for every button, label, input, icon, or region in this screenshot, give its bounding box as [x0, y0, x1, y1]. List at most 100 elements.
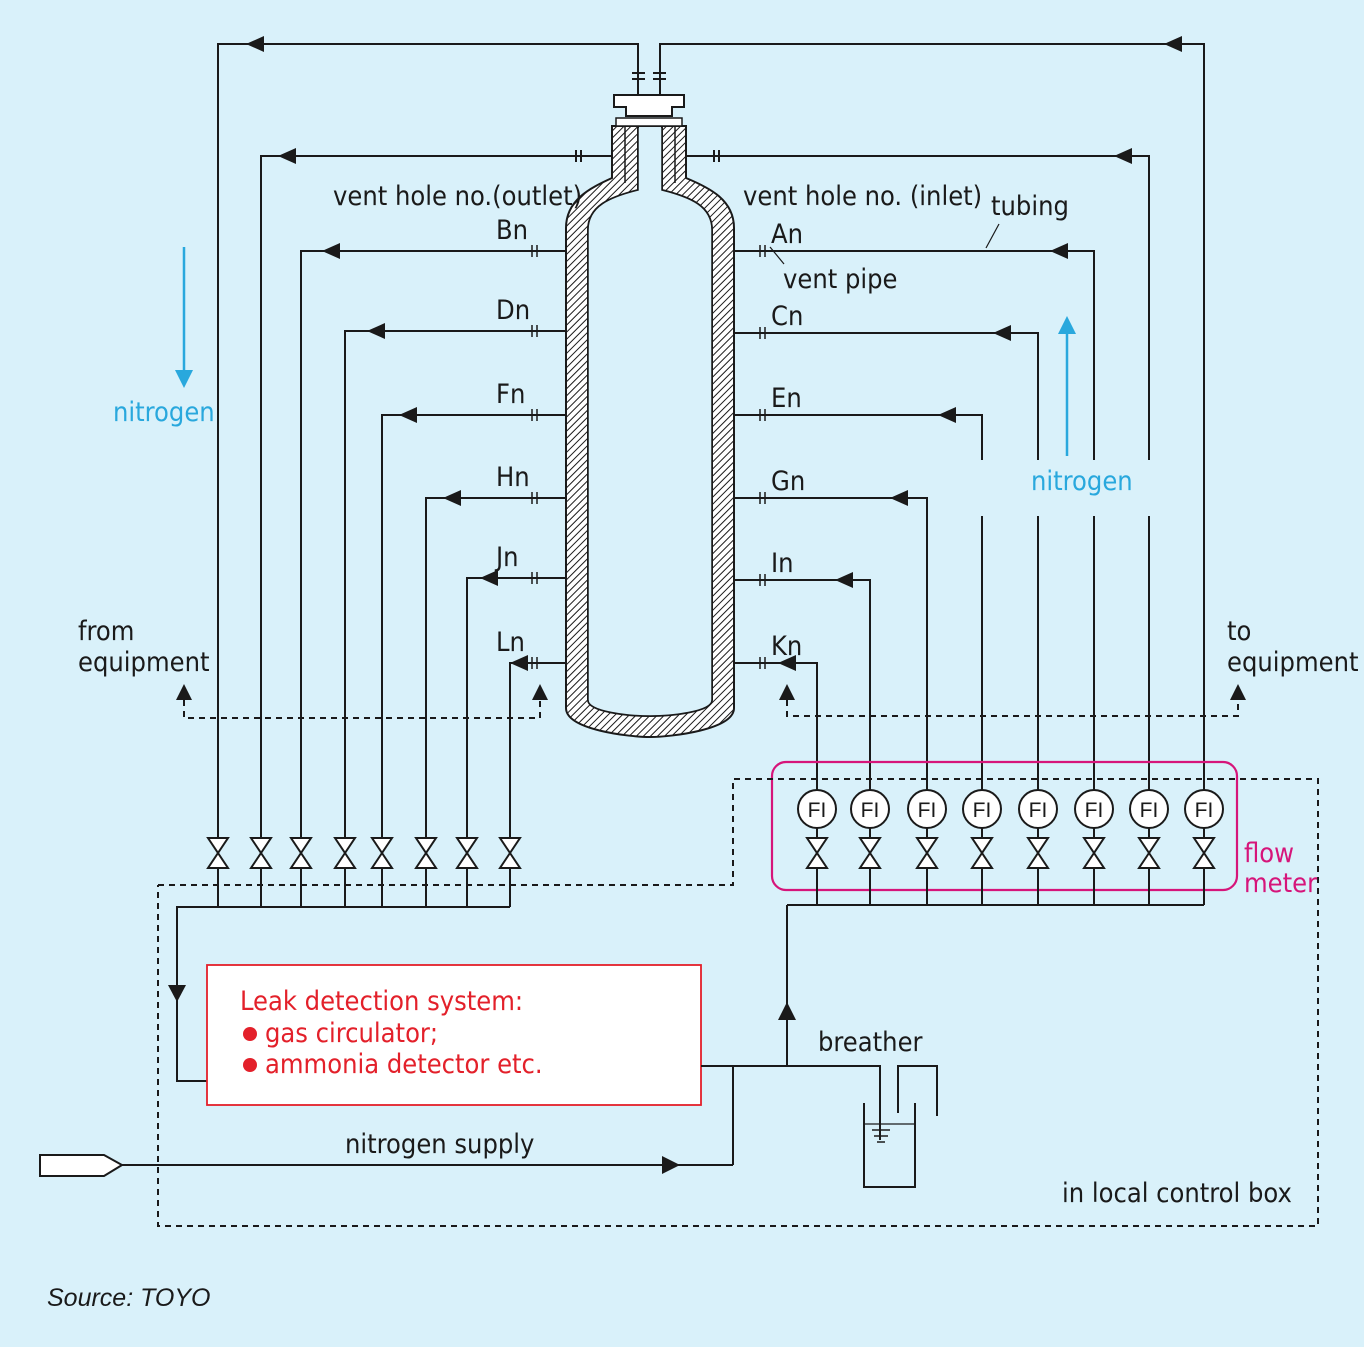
- flow-arrow: [835, 572, 853, 588]
- flow-arrow: [938, 407, 956, 423]
- flow-arrow: [890, 490, 908, 506]
- outlet-hole-label: Dn: [496, 295, 530, 326]
- flow-indicator: FI: [850, 789, 890, 905]
- outlet-valve: [414, 837, 438, 869]
- fi-label: FI: [808, 799, 827, 822]
- valve-body: [1026, 837, 1050, 869]
- fi-circle: [1184, 789, 1224, 829]
- inlet-pipe: [734, 497, 928, 795]
- flow-indicator: FI: [797, 789, 837, 905]
- inlet-hole-label: Gn: [771, 466, 805, 497]
- outlet-pipe: [425, 497, 566, 838]
- tubing-label: tubing: [991, 191, 1069, 222]
- valve-body: [414, 837, 438, 869]
- fi-circle: [1074, 789, 1114, 829]
- outlet-pipe: [381, 414, 566, 838]
- leak-system-title: Leak detection system:: [240, 986, 523, 1017]
- inlet-line: En: [734, 383, 983, 795]
- valve-body: [1082, 837, 1106, 869]
- flow-indicator: FI: [1018, 789, 1058, 905]
- outlet-pipe: [466, 577, 566, 838]
- source-caption: Source: TOYO: [47, 1284, 211, 1312]
- inlet-line: In: [734, 548, 871, 795]
- fi-circle: [1018, 789, 1058, 829]
- breather-label: breather: [818, 1027, 923, 1058]
- to-label: to: [1227, 616, 1251, 647]
- flow-arrow: [399, 407, 417, 423]
- vessel-flange: [613, 94, 685, 117]
- local-control-box: [157, 778, 1319, 1227]
- valve-body: [1192, 837, 1216, 869]
- flow-arrow: [322, 243, 340, 259]
- flow-indicator: FI: [1184, 789, 1224, 905]
- to-equipment-line: [786, 700, 1239, 717]
- flow-meter-valve: [1082, 837, 1106, 869]
- flow-arrow: [367, 323, 385, 339]
- inlet-hole-label: Kn: [771, 631, 802, 662]
- valve-body: [333, 837, 357, 869]
- flow-meter-valve: [915, 837, 939, 869]
- fi-label: FI: [1140, 799, 1159, 822]
- valve-body: [289, 837, 313, 869]
- nitrogen-cylinder: [39, 1154, 124, 1177]
- flow-meter-valve: [1137, 837, 1161, 869]
- valve-body: [915, 837, 939, 869]
- nitrogen-label-left: nitrogen: [113, 397, 215, 428]
- outlet-valve: [370, 837, 394, 869]
- nitrogen-flow-arrows: [175, 247, 1076, 456]
- outlet-valve: [206, 837, 230, 869]
- to-equipment-label: equipment: [1227, 647, 1358, 678]
- outlet-line: Dn: [344, 295, 566, 838]
- flow-meter-valve: [970, 837, 994, 869]
- fi-circle: [797, 789, 837, 829]
- outlet-pipe: [344, 330, 566, 838]
- vent-pipe-label: vent pipe: [783, 264, 898, 295]
- flow-indicator: FI: [962, 789, 1002, 905]
- fi-circle: [907, 789, 947, 829]
- flow-arrow: [778, 655, 796, 671]
- top-vent-lines: [217, 43, 1205, 838]
- valve-body: [249, 837, 273, 869]
- valve-body: [498, 837, 522, 869]
- flow-indicator: FI: [1074, 789, 1114, 905]
- outlet-hole-label: Jn: [494, 542, 519, 573]
- inlet-line: Gn: [734, 466, 928, 795]
- flow-indicator: FI: [907, 789, 947, 905]
- valve-body: [858, 837, 882, 869]
- flow-arrow: [443, 490, 461, 506]
- inlet-line: An: [734, 219, 1095, 795]
- valve-body: [970, 837, 994, 869]
- leak-detection-box: [206, 964, 702, 1106]
- fi-label: FI: [1085, 799, 1104, 822]
- fi-label: FI: [918, 799, 937, 822]
- breather-pot: [863, 1065, 938, 1188]
- inlet-hole-label: In: [771, 548, 794, 579]
- local-control-box-label: in local control box: [1062, 1178, 1292, 1209]
- outlet-line: Bn: [300, 215, 566, 838]
- pressure-vessel: [565, 94, 735, 739]
- inlet-pipe: [734, 250, 1095, 460]
- from-equipment-label: equipment: [78, 647, 209, 678]
- valve-body: [455, 837, 479, 869]
- flow-label: flow: [1244, 838, 1294, 869]
- inlet-pipe: [734, 579, 871, 795]
- fi-label: FI: [861, 799, 880, 822]
- fi-label: FI: [1029, 799, 1048, 822]
- outlet-hole-label: Hn: [496, 462, 530, 493]
- flow-meter-box: [770, 760, 1239, 892]
- flow-arrow: [510, 655, 528, 671]
- flow-arrows-top: [246, 36, 1182, 164]
- inlet-hole-label: Cn: [771, 301, 803, 332]
- flow-arrow: [993, 325, 1011, 341]
- outlet-valve: [333, 837, 357, 869]
- outlet-line: Hn: [425, 462, 566, 838]
- inlet-line: Kn: [734, 631, 818, 795]
- valve-body: [370, 837, 394, 869]
- inlet-pipe: [734, 332, 1039, 460]
- outlet-valve: [289, 837, 313, 869]
- fi-circle: [962, 789, 1002, 829]
